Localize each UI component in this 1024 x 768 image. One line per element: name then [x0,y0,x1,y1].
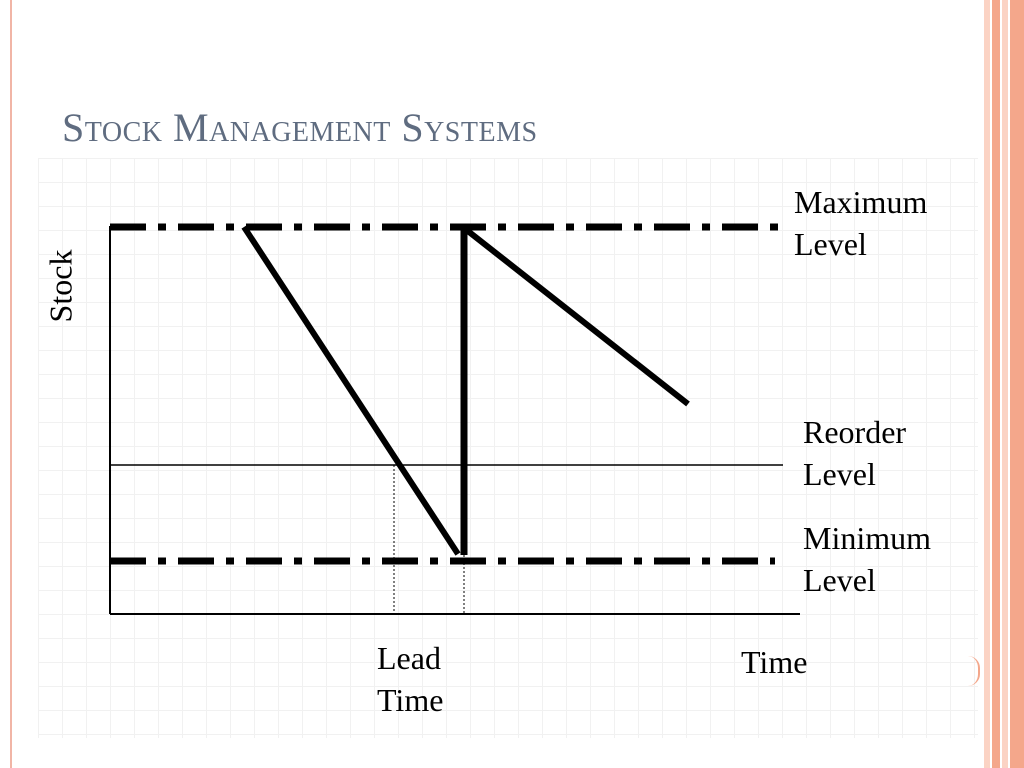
maximum-level-label-line2: Level [794,226,867,262]
diagram-background-grid [38,158,978,738]
maximum-level-label-line1: Maximum [794,184,928,220]
right-stripe-decoration [984,0,1024,768]
left-border-decoration [0,0,12,768]
stock-depletion-line-2 [462,225,690,407]
decorative-bracket-icon [968,656,980,686]
slide-title: Stock Management Systems [62,105,538,150]
reorder-level-label-line2: Level [803,456,876,492]
minimum-level-label-line2: Level [803,562,876,598]
x-axis-label: Time [741,644,808,680]
lead-time-label-line1: Lead [377,640,441,676]
lead-time-label-line2: Time [377,682,444,718]
minimum-level-label-line1: Minimum [803,520,932,556]
stock-depletion-line-1 [241,225,461,556]
reorder-level-label-line1: Reorder [803,414,907,450]
y-axis-label: Stock [42,249,79,323]
